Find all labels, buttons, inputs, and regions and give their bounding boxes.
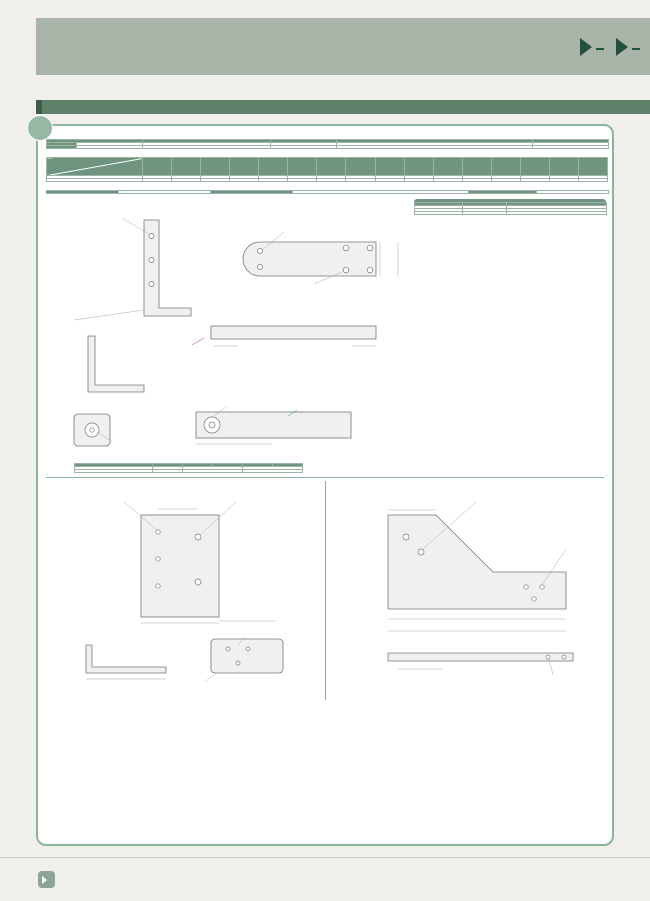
table-row-y-axis: [46, 145, 609, 149]
badge-text: [596, 37, 604, 56]
sheet-x-technical-drawing: [85, 501, 284, 682]
pitch-cell: [490, 178, 521, 182]
pitch-cell: [229, 178, 260, 182]
bracket-part-no: [414, 211, 463, 215]
header-row: [46, 157, 609, 176]
bracket-spec: [506, 211, 607, 215]
arrow-right-icon: [580, 37, 592, 56]
dimension-lines: [387, 501, 566, 676]
qty-value: [536, 190, 609, 194]
stroke-header: [403, 157, 434, 176]
arrow-right-icon: [616, 37, 628, 56]
badge-text: [632, 37, 640, 56]
bracket-shapes: [73, 219, 377, 447]
m-value: [152, 469, 183, 473]
pitch-cell: [287, 178, 318, 182]
dimension-lines: [73, 217, 399, 445]
pitch-cell: [577, 178, 609, 182]
bracket-stroke: [462, 211, 507, 215]
pitch-cell: [345, 178, 376, 182]
stroke-header: [345, 157, 376, 176]
feature-badges: [580, 37, 640, 56]
sheet-y-holes: [402, 533, 566, 660]
sheet-metal-x-section: [46, 481, 323, 700]
row-key: [74, 469, 153, 473]
brackets-section: [46, 199, 607, 459]
sheet-metal-y-section: [328, 481, 605, 700]
spec-label: [210, 190, 293, 194]
qty-label: [468, 190, 537, 194]
track-spec: [142, 145, 271, 149]
dimension-lines: [86, 501, 276, 682]
stroke-header: [316, 157, 347, 176]
pitch-cell: [461, 178, 492, 182]
stroke-header: [461, 157, 492, 176]
track-part-no: [76, 145, 143, 149]
brackets-table-title: [414, 199, 606, 202]
sheet-y-shapes: [387, 514, 573, 662]
vertical-divider: [324, 481, 326, 700]
brackets-technical-drawing: [73, 217, 399, 447]
stroke-header: [432, 157, 463, 176]
stroke-header: [577, 157, 609, 176]
a4-circle-badge: [27, 115, 53, 141]
spec-value: [292, 190, 469, 194]
pitch-cell: [519, 178, 550, 182]
stroke-header: [229, 157, 260, 176]
effective-stroke-table: [74, 463, 303, 473]
pitch-cell: [374, 178, 405, 182]
cable-track-table: [46, 139, 609, 149]
pitch-cell: [403, 178, 434, 182]
pitch-cell: [432, 178, 463, 182]
badge-label-zh: [632, 48, 640, 50]
stroke-header: [490, 157, 521, 176]
stroke-header: [287, 157, 318, 176]
pitch-cell: [200, 178, 231, 182]
section-bar: [36, 100, 650, 114]
stroke-header: [519, 157, 550, 176]
plate-spec: [336, 145, 533, 149]
cable-button-table: [46, 190, 609, 194]
stroke-header: [374, 157, 405, 176]
pitch-cell: [548, 178, 579, 182]
stroke-header: [548, 157, 579, 176]
table-row: [46, 190, 609, 194]
pitch-cell: [171, 178, 202, 182]
table-row-M: [74, 469, 303, 473]
row-label: [46, 178, 143, 182]
brackets-drawing-column: [46, 199, 408, 459]
badge-label-zh: [596, 48, 604, 50]
pitch-row-y: [46, 178, 609, 182]
badge-linear-guide: [580, 37, 604, 56]
plate-qty: [532, 145, 609, 149]
sheet-metal-sections: [46, 477, 604, 700]
pitch-number-table: [46, 157, 609, 182]
badge-ball-screw: [616, 37, 640, 56]
pitch-cell: [258, 178, 289, 182]
pitch-cell: [316, 178, 347, 182]
part-no-value: [118, 190, 211, 194]
brackets-part-table: [414, 202, 607, 215]
part-no-label: [46, 190, 119, 194]
sheet-x-shapes: [85, 514, 284, 674]
main-content-box: [27, 115, 614, 846]
sheet-x-holes: [155, 529, 251, 666]
table-row: [414, 211, 607, 215]
sheet-y-technical-drawing: [387, 501, 573, 676]
page-header: [36, 18, 650, 75]
stroke-header: [141, 157, 173, 176]
plate-part-no: [270, 145, 337, 149]
m-value: [182, 469, 243, 473]
stroke-header: [200, 157, 231, 176]
stroke-header: [258, 157, 289, 176]
page-footer: [0, 857, 650, 901]
corner-cell: [46, 157, 143, 176]
stroke-header: [171, 157, 202, 176]
brackets-table-column: [414, 199, 607, 459]
axis-label: [46, 145, 77, 149]
bracket-holes: [84, 233, 374, 438]
viso-logo-icon: [38, 871, 55, 888]
m-value: [242, 469, 303, 473]
pitch-cell: [141, 178, 173, 182]
